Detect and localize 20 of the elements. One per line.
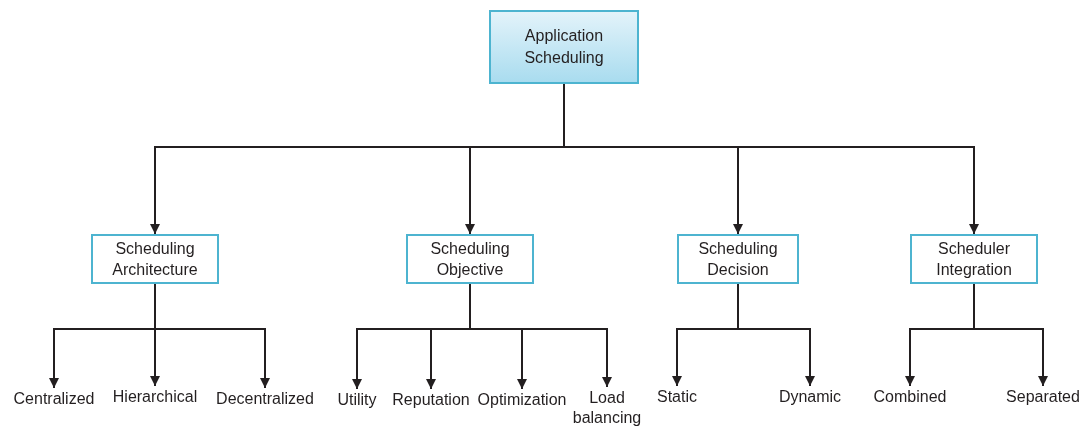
leaf-label: Optimization <box>477 390 567 410</box>
connector-arrow <box>469 283 612 388</box>
leaf-label: Utility <box>337 390 377 410</box>
leaf-label: Static <box>657 387 697 407</box>
connector-arrow <box>154 283 270 389</box>
leaf-label: Centralized <box>13 389 95 409</box>
leaf-label: Separated <box>1006 387 1080 407</box>
leaf-label: Load balancing <box>572 388 642 428</box>
connector-arrow <box>737 283 815 387</box>
root-box: Application Scheduling <box>489 10 639 84</box>
leaf-label: Combined <box>873 387 947 407</box>
category-box: Scheduling Decision <box>677 234 799 284</box>
category-box: Scheduler Integration <box>910 234 1038 284</box>
leaf-label: Hierarchical <box>112 387 198 407</box>
leaf-label: Reputation <box>392 390 470 410</box>
category-box: Scheduling Objective <box>406 234 534 284</box>
leaf-label: Dynamic <box>778 387 842 407</box>
connector-arrow <box>973 283 1048 387</box>
leaf-label: Decentralized <box>216 389 314 409</box>
category-box: Scheduling Architecture <box>91 234 219 284</box>
